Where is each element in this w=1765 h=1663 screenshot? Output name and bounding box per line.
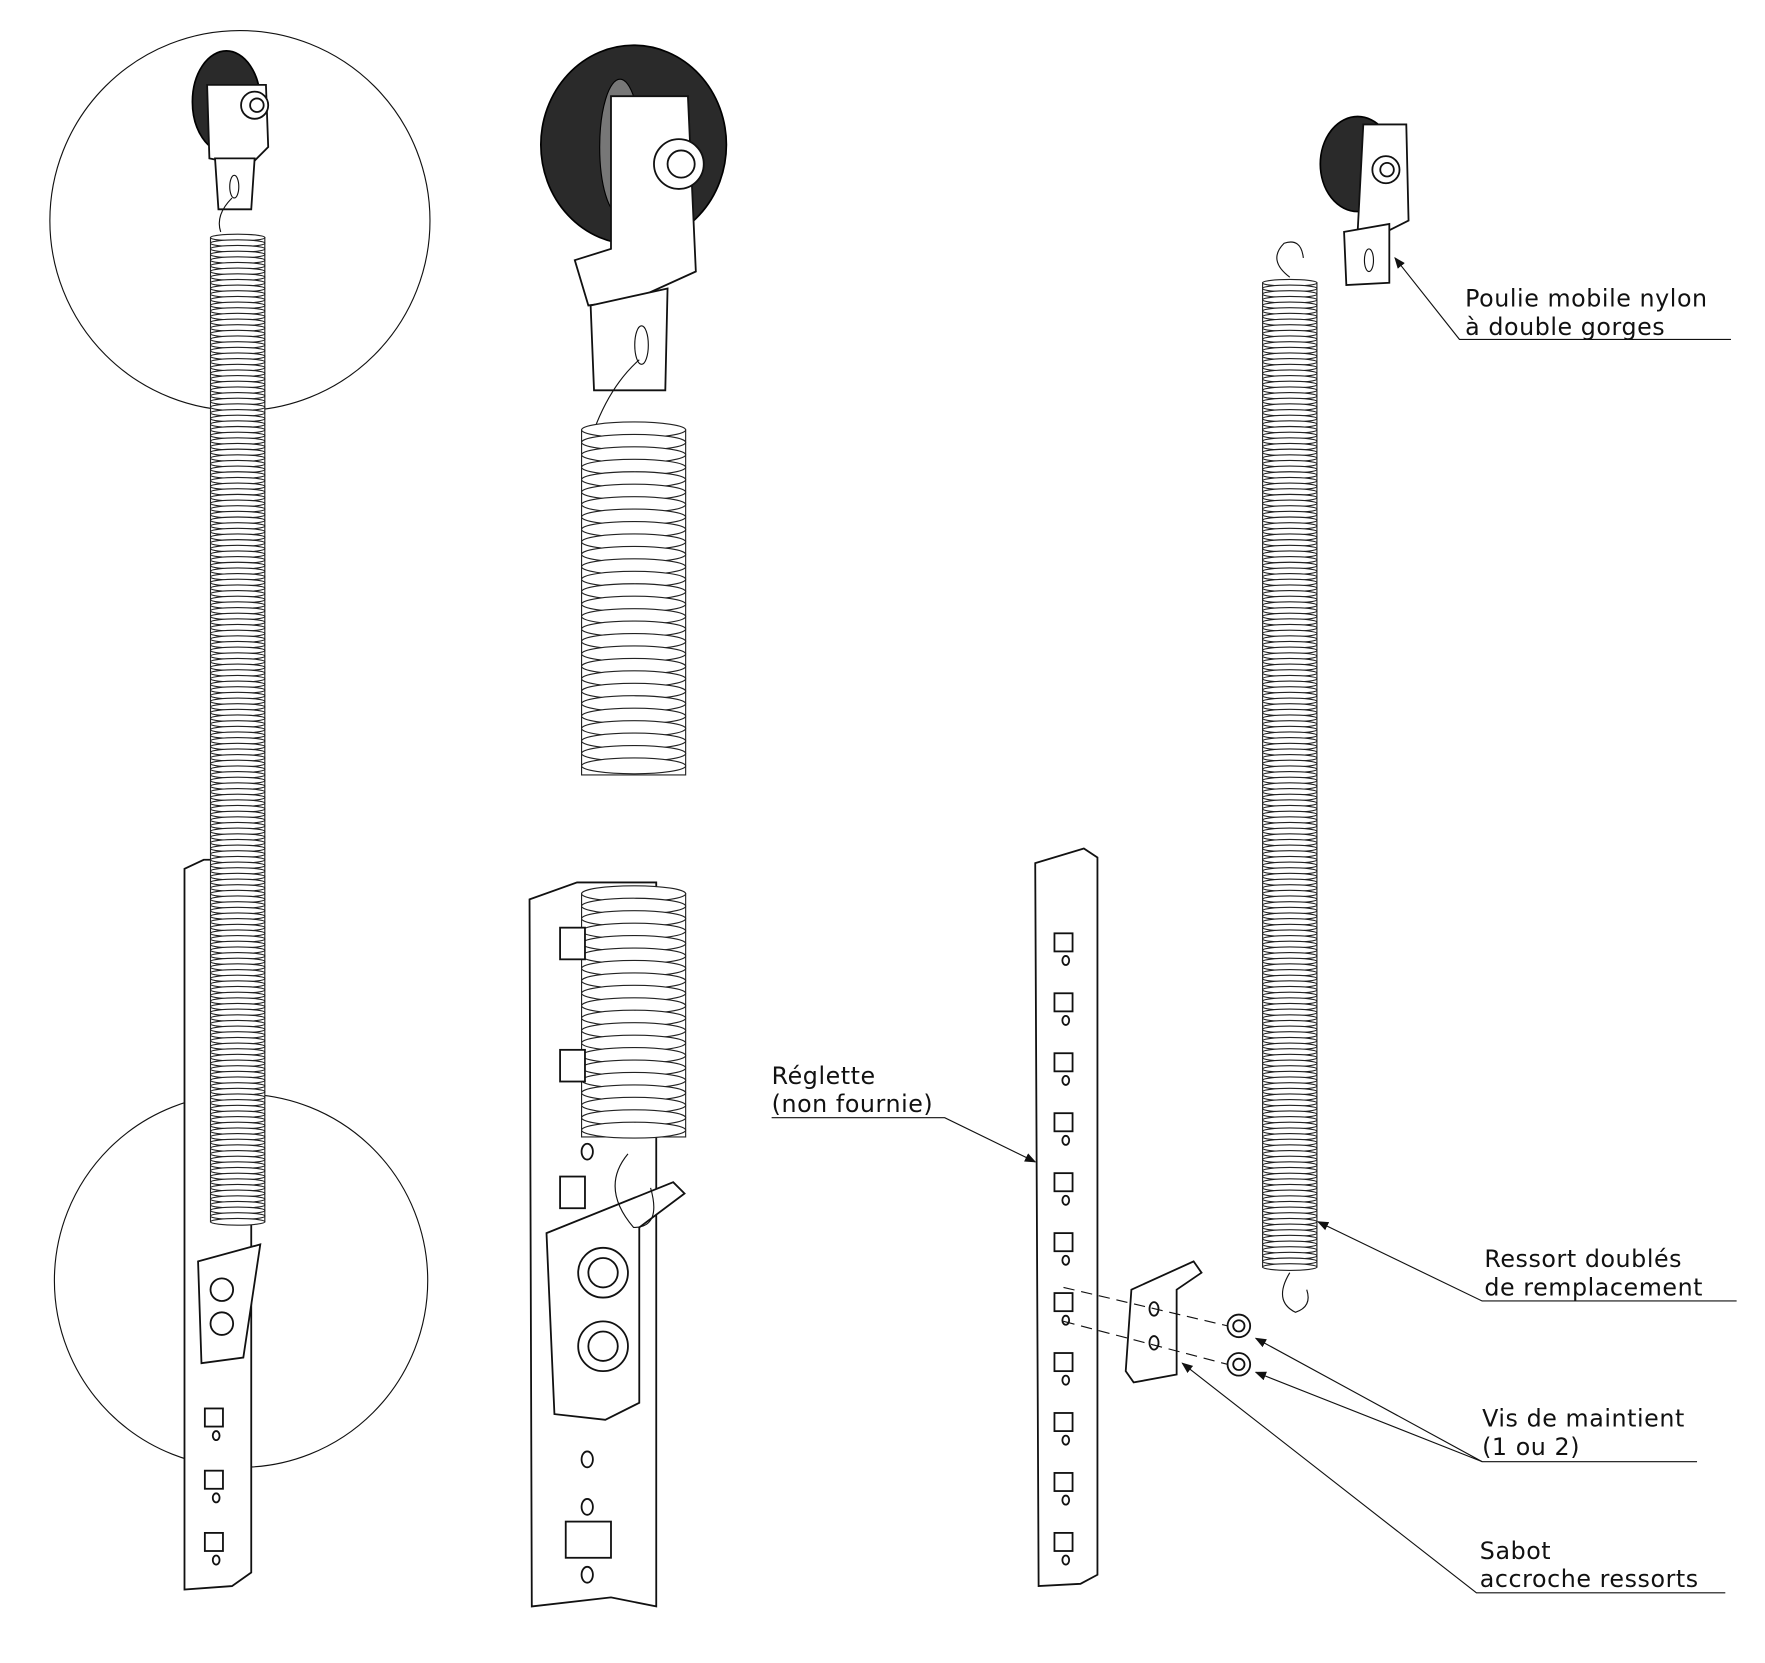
rail-hole	[1061, 1374, 1071, 1386]
rail-hole	[1061, 1014, 1071, 1026]
rail-hole	[1061, 1194, 1071, 1206]
screws	[1226, 1313, 1252, 1377]
pulley-left	[191, 50, 270, 233]
label-pulley-line1: Poulie mobile nylon	[1465, 285, 1708, 313]
rail-hole	[1061, 1254, 1071, 1266]
pulley-detail	[540, 44, 728, 431]
label-spring-line2: de remplacement	[1484, 1273, 1703, 1301]
spring-detail-bottom	[581, 885, 687, 1139]
rail-hole	[1061, 955, 1071, 966]
rail-hole	[1061, 1314, 1071, 1326]
detail-assembly	[528, 44, 728, 1608]
rail-holes	[203, 1407, 224, 1566]
rail-slot	[203, 1531, 224, 1552]
rail-right	[1034, 847, 1099, 1588]
rail-hole	[211, 1554, 221, 1566]
shoe-exploded	[1124, 1260, 1203, 1384]
label-pulley: Poulie mobile nylon à double gorges	[1394, 257, 1731, 341]
label-rail-line1: Réglette	[772, 1062, 876, 1090]
rail-slot	[203, 1407, 224, 1428]
label-shoe-line1: Sabot	[1480, 1537, 1551, 1565]
label-shoe-line2: accroche ressorts	[1480, 1565, 1699, 1593]
spring-coil	[581, 1121, 687, 1139]
rail-slot	[1053, 932, 1074, 953]
spring-coil	[1262, 1263, 1318, 1272]
rail-hole	[1061, 1134, 1071, 1146]
label-spring: Ressort doublés de remplacement	[1317, 1221, 1737, 1302]
rail-hole	[1061, 1554, 1071, 1566]
rail-slot	[1053, 1232, 1074, 1253]
shoe-left	[197, 1243, 262, 1365]
exploded-assembly	[1034, 115, 1410, 1588]
spring-coil	[209, 1217, 266, 1226]
label-rail: Réglette (non fournie)	[771, 1062, 1037, 1163]
rail-slot	[1053, 1412, 1074, 1432]
label-screws: Vis de maintient (1 ou 2)	[1254, 1337, 1698, 1463]
spring-left	[209, 233, 266, 1226]
left-assembly	[49, 29, 431, 1591]
rail-slot	[1053, 1172, 1074, 1193]
label-rail-line2: (non fournie)	[772, 1090, 934, 1118]
rail-slot	[1053, 1292, 1074, 1313]
rail-hole	[1061, 1494, 1071, 1506]
rail-slot	[1053, 1112, 1074, 1133]
pulley-right	[1319, 115, 1410, 287]
rail-holes	[1053, 932, 1074, 1566]
rail-slot	[1053, 1352, 1074, 1373]
shoe-detail	[545, 1153, 686, 1421]
rail-hole	[211, 1492, 221, 1504]
rail-detail-holes	[559, 926, 612, 1584]
rail-hole	[1061, 1434, 1071, 1446]
rail-slot	[1053, 1472, 1074, 1492]
spring-detail-top	[581, 421, 687, 776]
spring-right	[1262, 278, 1318, 1272]
rail-hole	[211, 1430, 221, 1442]
rail-slot	[1053, 1052, 1074, 1073]
rail-slot	[203, 1469, 224, 1490]
label-shoe: Sabot accroche ressorts	[1181, 1362, 1726, 1594]
spring-coil	[581, 757, 687, 775]
rail-slot	[1053, 1531, 1074, 1552]
label-screws-line1: Vis de maintient	[1482, 1405, 1685, 1433]
label-pulley-line2: à double gorges	[1465, 313, 1665, 341]
label-spring-line1: Ressort doublés	[1484, 1245, 1682, 1273]
rail-slot	[1053, 992, 1074, 1013]
label-screws-line2: (1 ou 2)	[1482, 1433, 1580, 1461]
rail-hole	[1061, 1074, 1071, 1086]
